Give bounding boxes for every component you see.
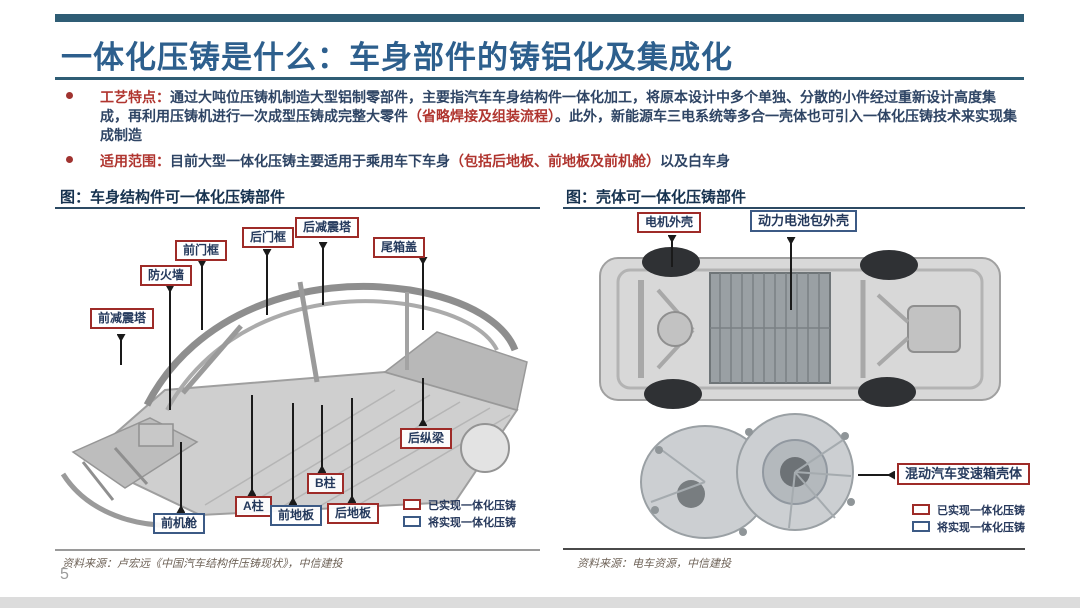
figure-left-caption-rule (55, 207, 540, 209)
page-title: 一体化压铸是什么：车身部件的铸铝化及集成化 (61, 40, 733, 75)
bullet-text: 通过大吨位压铸机制造大型铝制零部件，主要指汽车车身结构件一体化加工，将原本设计中… (100, 89, 996, 124)
legend-label: 已实现一体化压铸 (428, 499, 516, 512)
bullet-text-red: （省略焊接及组装流程） (408, 108, 555, 124)
top-accent-bar (55, 14, 1024, 22)
part-label-b-pillar: B柱 (307, 473, 344, 495)
figure-right-caption-rule (563, 207, 1025, 209)
car-body-illustration (60, 210, 528, 528)
part-label-front-door-frame: 前门框 (175, 240, 228, 262)
page-number: 5 (60, 566, 69, 583)
legend-label: 将实现一体化压铸 (428, 516, 516, 529)
bullet-dot-icon (66, 92, 73, 99)
figure-left-bottom-rule (55, 549, 540, 551)
bullet-text-red: （包括后地板、前地板及前机舱） (450, 153, 660, 169)
bottom-edge-strip (0, 597, 1080, 608)
figure-right-caption: 图：壳体可一体化压铸部件 (566, 189, 747, 206)
part-label-a-pillar: A柱 (235, 496, 272, 518)
legend-item-upcoming: 将实现一体化压铸 (403, 513, 516, 530)
legend-item-achieved: 已实现一体化压铸 (403, 496, 516, 513)
figure-left-caption: 图：车身结构件可一体化压铸部件 (60, 189, 286, 206)
part-label-trunk-lid: 尾箱盖 (373, 237, 426, 259)
part-label-rear-rail: 后纵梁 (400, 428, 453, 450)
red-swatch-icon (912, 504, 930, 515)
part-label-motor-housing: 电机外壳 (637, 212, 702, 234)
bullet-label: 工艺特点： (100, 89, 170, 105)
bullet-dot-icon (66, 156, 73, 163)
part-label-firewall: 防火墙 (140, 265, 193, 287)
legend-label: 将实现一体化压铸 (937, 521, 1025, 534)
part-label-rear-floor: 后地板 (327, 503, 380, 525)
blue-swatch-icon (912, 521, 930, 532)
legend-item-achieved: 已实现一体化压铸 (912, 501, 1025, 518)
bullet-list: 工艺特点：通过大吨位压铸机制造大型铝制零部件，主要指汽车车身结构件一体化加工，将… (60, 88, 1023, 171)
legend-left: 已实现一体化压铸 将实现一体化压铸 (403, 496, 516, 530)
blue-swatch-icon (403, 516, 421, 527)
legend-right: 已实现一体化压铸 将实现一体化压铸 (912, 501, 1025, 535)
source-left: 资料来源：卢宏远《中国汽车结构件压铸现状》，中信建投 (62, 558, 343, 570)
legend-item-upcoming: 将实现一体化压铸 (912, 518, 1025, 535)
part-label-front-floor: 前地板 (270, 505, 323, 527)
source-right: 资料来源：电车资源，中信建投 (577, 558, 731, 570)
chassis-and-gearbox-illustration (599, 210, 1001, 539)
bullet-text: 以及白车身 (660, 153, 730, 169)
part-label-front-shock-tower: 前减震塔 (90, 308, 155, 330)
red-swatch-icon (403, 499, 421, 510)
bullet-process-features: 工艺特点：通过大吨位压铸机制造大型铝制零部件，主要指汽车车身结构件一体化加工，将… (60, 88, 1023, 145)
part-label-rear-shock-tower: 后减震塔 (295, 217, 360, 239)
figure-housings: 电机外壳 动力电池包外壳 混动汽车变速箱壳体 已实现一体化压铸 将实现一体化压铸 (563, 210, 1031, 550)
bullet-label: 适用范围： (100, 153, 170, 169)
figure-body-structure: 前减震塔 防火墙 前门框 后门框 后减震塔 尾箱盖 后纵梁 B柱 A柱 前地板 … (55, 210, 540, 550)
bullet-text: 目前大型一体化压铸主要适用于乘用车下车身 (170, 153, 450, 169)
part-label-battery-pack-housing: 动力电池包外壳 (750, 210, 858, 233)
bullet-text: 。此外，新能源车三电系统等多合一壳体也可引入一体化压铸技术来实现集成制造 (100, 108, 1017, 143)
part-label-hybrid-gearbox-housing: 混动汽车变速箱壳体 (897, 463, 1031, 486)
part-label-front-cabin: 前机舱 (153, 513, 206, 535)
figure-right-bottom-rule (563, 548, 1025, 550)
bullet-application-scope: 适用范围：目前大型一体化压铸主要适用于乘用车下车身（包括后地板、前地板及前机舱）… (60, 152, 1023, 171)
legend-label: 已实现一体化压铸 (937, 504, 1025, 517)
title-underline (55, 77, 1024, 80)
part-label-rear-door-frame: 后门框 (242, 227, 295, 249)
